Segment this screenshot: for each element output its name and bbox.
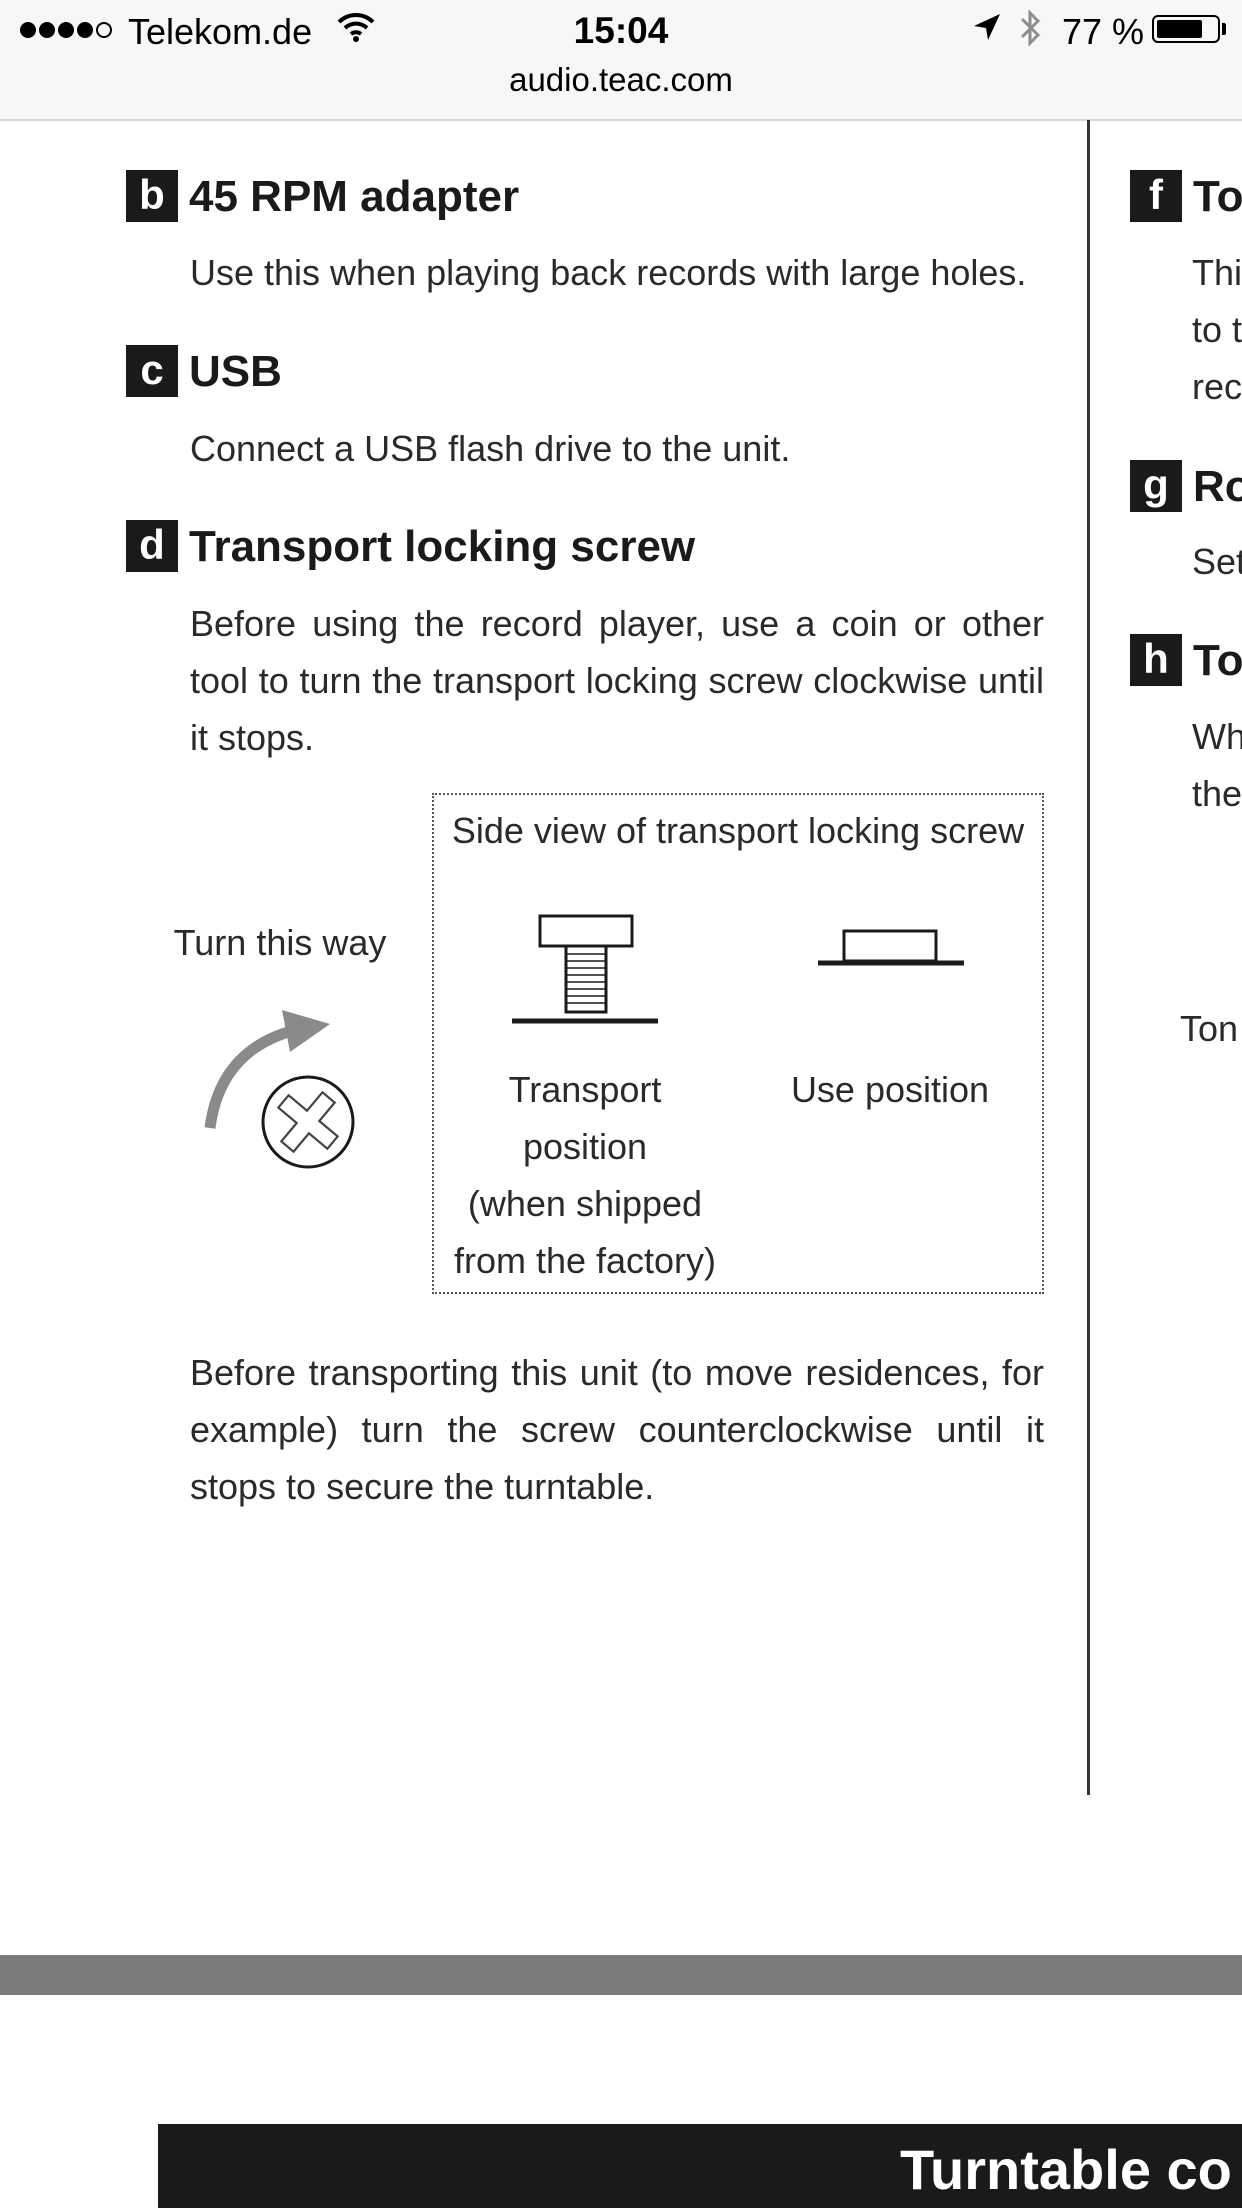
clockwise-arrow-icon [204,1010,330,1129]
transport-position-screw-icon [512,914,658,1024]
safari-status-bar: Telekom.de 15:04 77 % audio.teac.com [0,0,1242,121]
section-f-text: Thi to t rec [1192,252,1242,407]
battery-icon [1152,15,1220,43]
wifi-icon [337,12,375,42]
next-page-title: Turntable co [900,2138,1232,2201]
section-g-text: Set [1192,541,1242,582]
section-title: Transport locking screw [189,522,696,571]
battery-tip [1222,23,1226,35]
address-bar-url[interactable]: audio.teac.com [509,61,733,98]
use-position-screw-icon [818,929,964,966]
section-b-description: Use this when playing back records with … [190,252,1027,293]
screw-side-view-figure [432,793,1044,1294]
page-separator [0,1955,1242,1995]
carrier-name: Telekom.de [128,11,313,52]
bluetooth-icon [1020,9,1041,47]
section-d-description: Before using the record player, use a co… [190,603,1044,758]
transport-position-caption: Transport position (when shipped from th… [453,1069,717,1281]
screw-head-icon [261,1075,355,1169]
location-arrow-icon [974,14,1000,40]
battery-percentage: 77 % [1062,11,1145,52]
section-d-transport-note: Before transporting this unit (to move r… [190,1352,1044,1507]
section-h-text: Wh the [1192,716,1242,814]
section-letter-badge: b [126,170,178,222]
column-divider [1087,120,1090,1795]
figure-title: Side view of transport locking screw [451,810,1025,851]
clock: 15:04 [573,10,669,51]
section-title: USB [189,347,282,396]
next-page-title-bar: Turntable co [158,2124,1242,2208]
figure-label-ton: Ton [1180,1008,1239,1049]
section-c-description: Connect a USB flash drive to the unit. [190,428,791,469]
battery-fill [1157,20,1202,38]
turn-this-way-label: Turn this way [173,922,387,963]
use-position-caption: Use position [790,1069,990,1110]
section-letter-badge: d [126,520,178,572]
section-letter-badge: c [126,345,178,397]
section-title: 45 RPM adapter [189,172,520,221]
signal-dots-icon [20,21,115,41]
